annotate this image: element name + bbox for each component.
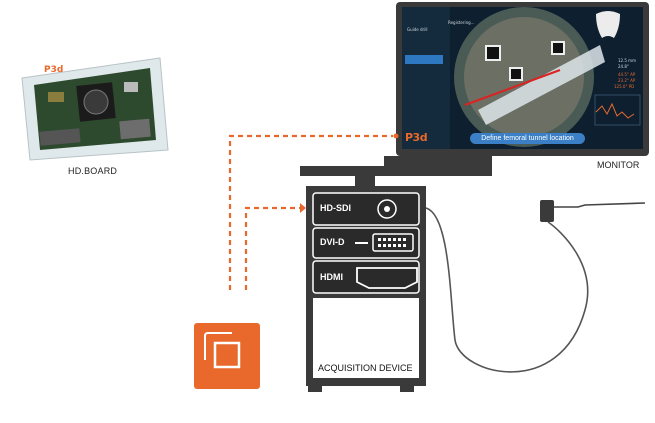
signal-lines: [228, 134, 393, 290]
screen-caption: Define femoral tunnel location: [470, 133, 585, 144]
camera-head: [540, 200, 554, 222]
hdmi-panel: [312, 260, 420, 294]
readout-3: 44.5° AP: [618, 72, 636, 77]
monitor-label: MONITOR: [597, 160, 640, 170]
screen-logo: P3d: [405, 131, 428, 144]
hdmi-connector-icon: [356, 267, 418, 289]
readout-2: 24.8°: [618, 64, 629, 69]
acquisition-device: [306, 186, 426, 392]
square-frame-icon: [213, 341, 241, 369]
monitor-base: [384, 156, 492, 166]
camera-cable: [425, 207, 589, 373]
hd-sdi-connector-icon: [377, 199, 397, 219]
screen-sidebar: [402, 7, 450, 149]
screen-graph: [594, 94, 641, 126]
screen-title: Guide drill: [407, 27, 428, 32]
monitor: [300, 2, 649, 188]
hd-sdi-label: HD-SDI: [320, 203, 351, 213]
knee-model: [596, 11, 620, 38]
hd-board-label: HD.BOARD: [68, 166, 118, 176]
screen-status: Registering...: [448, 20, 475, 25]
readout-5: 125.0° PD: [614, 84, 635, 89]
hd-board: P3d: [21, 57, 169, 161]
dvi-connector-icon: [372, 233, 414, 252]
app-tile: [194, 323, 260, 389]
monitor-stand: [355, 176, 375, 188]
hdmi-label: HDMI: [320, 272, 343, 282]
readout-4: 23.2° AP: [618, 78, 636, 83]
acquisition-device-label: ACQUISITION DEVICE: [318, 363, 413, 373]
dvi-d-label: DVI-D: [320, 237, 345, 247]
svg-text:P3d: P3d: [44, 65, 63, 75]
readout-1: 12.5 mm: [618, 58, 636, 63]
